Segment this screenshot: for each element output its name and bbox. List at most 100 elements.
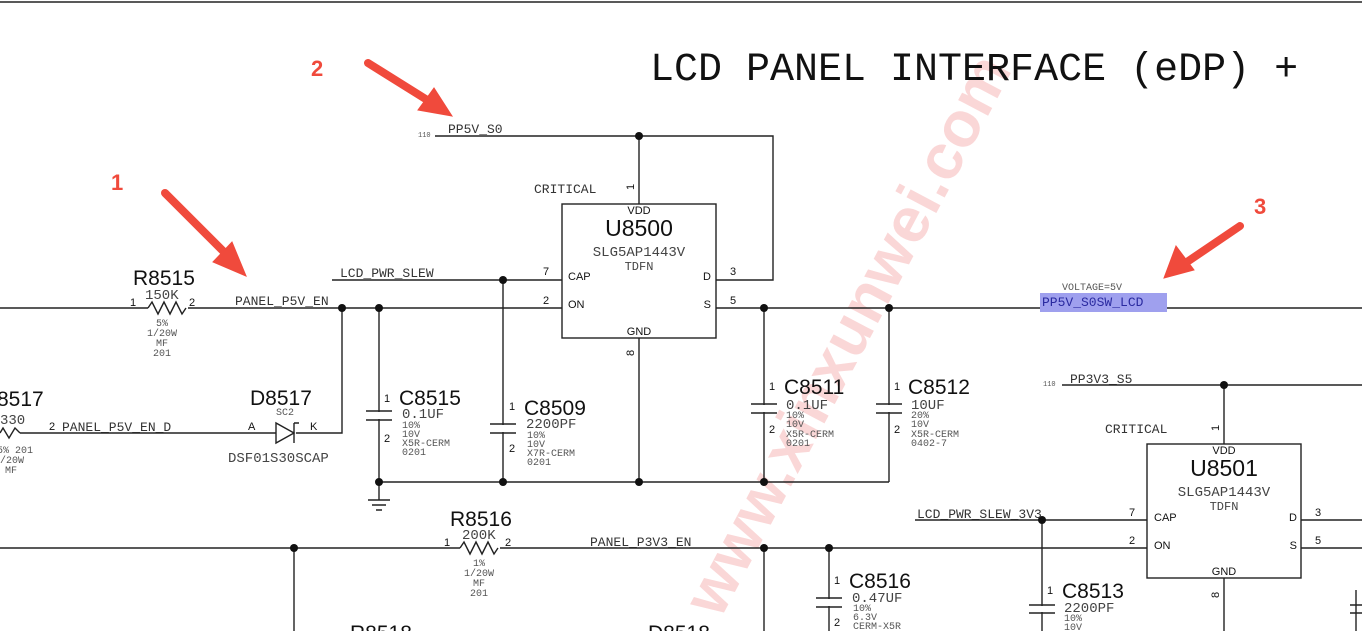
- pin-number: 1: [1210, 425, 1222, 431]
- spec: 5% 201: [0, 446, 33, 457]
- resistor-r8516[interactable]: R8516 200K 1 2 1% 1/20W MF 201: [444, 508, 512, 600]
- value: 0.1UF: [402, 407, 444, 423]
- spec: 1/20W: [147, 328, 177, 340]
- spec: 10%: [527, 431, 545, 442]
- pin-number: 1: [769, 381, 775, 393]
- pin-number: 1: [509, 401, 515, 413]
- refdes: C8511: [784, 376, 844, 399]
- wires: [0, 135, 1362, 631]
- refdes: U8501: [1190, 455, 1258, 481]
- pin-number: 5: [1315, 535, 1321, 547]
- pin-number: 2: [505, 537, 511, 549]
- net-label-panel-p5v-en-d[interactable]: PANEL_P5V_EN_D: [62, 420, 171, 435]
- diode-d8518-refdes[interactable]: D8518: [648, 622, 710, 631]
- spec: 1/20W: [464, 568, 494, 580]
- pin-number: 1: [444, 537, 450, 549]
- spec: MF: [5, 466, 17, 477]
- spec: 0201: [527, 458, 551, 469]
- net-label-pp5v-s0sw-lcd[interactable]: PP5V_S0SW_LCD: [1042, 295, 1144, 310]
- refdes: C8515: [399, 387, 461, 410]
- pin-number: 2: [384, 433, 390, 445]
- ic-u8500[interactable]: CRITICAL 1 VDD U8500 SLG5AP1443V TDFN CA…: [534, 182, 736, 356]
- package: TDFN: [1210, 500, 1239, 514]
- pin-number: 7: [543, 266, 549, 278]
- page-title: LCD PANEL INTERFACE (eDP) +: [650, 48, 1298, 93]
- refdes: C8516: [849, 570, 911, 593]
- resistor-r8518-refdes[interactable]: R8518: [350, 622, 412, 631]
- spec: 201: [153, 349, 171, 360]
- pin-number: 1: [384, 393, 390, 405]
- spec: 20%: [911, 411, 929, 422]
- capacitor-c8513[interactable]: 1 C8513 2200PF 10% 10V: [1047, 580, 1124, 631]
- annotation-arrows: 2 1 3: [111, 56, 1266, 279]
- refdes: R8515: [133, 267, 195, 290]
- spec: 10%: [786, 411, 804, 422]
- capacitor-c8512[interactable]: 1 C8512 10UF 2 20% 10V X5R-CERM 0402-7: [894, 376, 970, 450]
- refdes: C8509: [524, 397, 586, 420]
- refdes: 8517: [0, 388, 44, 411]
- value: 200K: [462, 528, 496, 544]
- capacitor-c8516[interactable]: 1 C8516 0.47UF 2 10% 6.3V CERM-X5R: [834, 570, 911, 631]
- pin-number: 1: [834, 575, 840, 587]
- net-label-panel-p3v3-en[interactable]: PANEL_P3V3_EN: [590, 535, 691, 550]
- pin-number: 2: [1129, 535, 1135, 547]
- refdes: R8516: [450, 508, 512, 531]
- pin-name-on: ON: [1154, 540, 1171, 552]
- refdes: C8512: [908, 376, 970, 399]
- pin-name-vdd: VDD: [1212, 445, 1235, 457]
- pin-name-cap: CAP: [568, 271, 591, 283]
- pin-name-gnd: GND: [1212, 566, 1237, 578]
- critical-label: CRITICAL: [1105, 422, 1167, 437]
- pin-number: 8: [1210, 592, 1222, 598]
- value: 330: [0, 413, 25, 429]
- ic-u8501[interactable]: CRITICAL 1 VDD U8501 SLG5AP1443V TDFN CA…: [1105, 422, 1321, 598]
- cap-gaps: [374, 405, 1047, 612]
- net-label-pp3v3-s5[interactable]: PP3V3_S5: [1070, 372, 1132, 387]
- page-ref: 110: [1043, 381, 1056, 389]
- capacitor-c8509[interactable]: 1 C8509 2200PF 2 10% 10V X7R-CERM 0201: [509, 397, 586, 469]
- spec: X5R-CERM: [911, 430, 959, 441]
- pin-number: 2: [49, 421, 55, 433]
- critical-label: CRITICAL: [534, 182, 596, 197]
- value: 2200PF: [526, 417, 576, 433]
- pin-name-cap: CAP: [1154, 512, 1177, 524]
- net-label-pp5v-s0[interactable]: PP5V_S0: [448, 122, 503, 137]
- pin-number: 2: [894, 424, 900, 436]
- spec: 0201: [402, 448, 426, 459]
- net-label-lcd-pwr-slew[interactable]: LCD_PWR_SLEW: [340, 266, 434, 281]
- pin-name-cathode: K: [310, 421, 318, 433]
- part-number: SLG5AP1443V: [593, 245, 686, 261]
- pin-name-anode: A: [248, 421, 256, 433]
- spec: 10V: [786, 420, 804, 431]
- annotation-label-1: 1: [111, 170, 123, 195]
- spec: 0201: [786, 439, 810, 450]
- spec: /20W: [0, 455, 24, 467]
- pin-name-d: D: [703, 271, 711, 283]
- pin-number: 2: [834, 617, 840, 629]
- capacitor-c8515[interactable]: 1 C8515 0.1UF 2 10% 10V X5R-CERM 0201: [384, 387, 461, 459]
- pin-number: 8: [625, 350, 637, 356]
- net-label-lcd-pwr-slew-3v3[interactable]: LCD_PWR_SLEW_3V3: [917, 507, 1042, 522]
- capacitor-c8511[interactable]: 1 C8511 0.1UF 2 10% 10V X5R-CERM 0201: [769, 376, 844, 450]
- pin-number: 1: [1047, 585, 1053, 597]
- resistor-r8515[interactable]: R8515 150K 1 2 5% 1/20W MF 201: [130, 267, 195, 360]
- spec: 201: [470, 589, 488, 600]
- pin-number: 1: [130, 297, 136, 309]
- refdes: U8500: [605, 215, 673, 241]
- pin-name-d: D: [1289, 512, 1297, 524]
- spec: 10%: [402, 421, 420, 432]
- resistor-r8517[interactable]: 8517 330 2 5% 201 /20W MF: [0, 388, 55, 477]
- spec: 1%: [473, 559, 485, 570]
- diode-d8517[interactable]: D8517 SC2 A K DSF01S30SCAP: [228, 387, 329, 467]
- pin-name-s: S: [704, 299, 711, 311]
- value: 0.47UF: [852, 591, 902, 607]
- junction-dots: [290, 132, 1228, 552]
- package: TDFN: [625, 260, 654, 274]
- net-label-panel-p5v-en[interactable]: PANEL_P5V_EN: [235, 294, 329, 309]
- refdes: C8513: [1062, 580, 1124, 603]
- net-highlight: [1040, 293, 1167, 312]
- spec: MF: [156, 339, 168, 350]
- spec: X5R-CERM: [786, 430, 834, 441]
- value: 2200PF: [1064, 601, 1114, 617]
- spec: X5R-CERM: [402, 439, 450, 450]
